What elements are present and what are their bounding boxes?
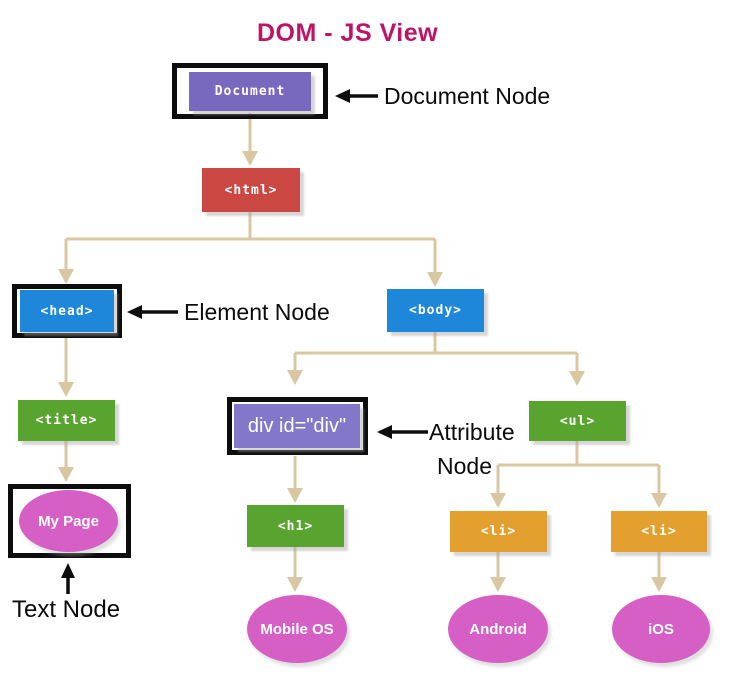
annotation-element-node: Element Node <box>184 299 330 325</box>
node-head: <head> <box>20 290 114 332</box>
node-my-page: My Page <box>19 490 118 552</box>
annotation-document-node: Document Node <box>384 83 551 109</box>
my-page-highlight-frame <box>8 484 131 558</box>
head-highlight-frame <box>12 284 122 338</box>
node-h1: <h1> <box>247 505 344 547</box>
node-body: <body> <box>387 289 484 332</box>
node-android: Android <box>448 595 548 663</box>
text-node-arrow <box>61 563 75 594</box>
element-node-arrow <box>127 305 178 319</box>
node-ul: <ul> <box>529 401 626 441</box>
node-html: <html> <box>202 168 300 212</box>
node-mobile-os: Mobile OS <box>247 595 347 663</box>
attribute-node-arrow <box>377 425 428 439</box>
annotation-text-node: Text Node <box>12 596 121 623</box>
annotation-attribute-node-line2: Node <box>437 453 492 479</box>
node-li-1: <li> <box>450 511 547 552</box>
node-title: <title> <box>18 400 115 441</box>
annotation-attribute-node-line1: Attribute <box>429 419 515 445</box>
tree-edges <box>58 113 667 592</box>
node-li-2: <li> <box>611 511 707 552</box>
document-node-arrow <box>335 89 378 103</box>
div-highlight-frame <box>227 397 368 455</box>
node-document: Document <box>189 72 311 111</box>
node-ios: iOS <box>612 595 710 663</box>
annotation-arrows <box>61 89 428 594</box>
node-div-attribute: div id="div" <box>234 404 360 448</box>
document-highlight-frame <box>172 63 328 119</box>
diagram-title: DOM - JS View <box>257 19 439 47</box>
